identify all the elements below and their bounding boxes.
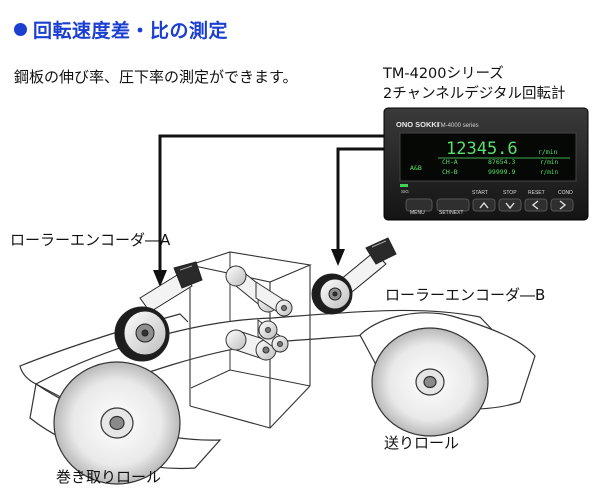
label-feed-roll: 送りロール	[384, 434, 460, 452]
display-ch-b-label: CH-B	[442, 168, 458, 176]
page-title: 回転速度差・比の測定	[14, 16, 228, 42]
display-main-value: 12345.6	[446, 139, 518, 159]
winding-roll	[29, 361, 222, 485]
device-button-reset-label: RESET	[528, 190, 545, 196]
digital-tachometer: ONO SOKKI TM-4000 series 12345.6 r/min A…	[383, 107, 589, 221]
display-ch-b-unit: r/min	[540, 169, 558, 176]
device-button-menu-label: MENU	[410, 210, 425, 216]
arrow-head-a	[153, 270, 167, 287]
display-main-unit: r/min	[538, 148, 558, 156]
device-series: TM-4000 series	[437, 123, 479, 129]
roller-encoder-a	[114, 261, 203, 362]
display-ch-a-unit: r/min	[540, 159, 558, 166]
device-button-set-next-label: SET/NEXT	[439, 210, 463, 216]
sig-label: SIG	[401, 189, 409, 194]
chevron-right-icon	[559, 200, 567, 210]
display-ch-a-label: CH-A	[442, 158, 458, 166]
label-winding-roll: 巻き取りロール	[56, 468, 162, 486]
roller-encoder-b	[311, 237, 397, 315]
product-description: 2チャンネルデジタル回転計	[383, 86, 566, 102]
device-button-stop-label: STOP	[503, 190, 517, 196]
sig-led	[400, 184, 408, 187]
device-brand: ONO SOKKI	[396, 120, 439, 129]
chevron-left-icon	[531, 200, 539, 210]
signal-cable-a	[158, 134, 388, 272]
display-ch-b-value: 99999.9	[488, 168, 515, 176]
device-display	[399, 132, 577, 182]
device-button-set-next	[436, 198, 470, 212]
device-button-up	[472, 198, 496, 212]
feed-roll	[359, 312, 536, 437]
device-button-start-label: START	[472, 190, 488, 196]
bullet-icon	[14, 22, 27, 36]
chevron-up-icon	[479, 201, 489, 209]
title-text: 回転速度差・比の測定	[33, 19, 229, 42]
product-name: TM-4200シリーズ 2チャンネルデジタル回転計	[383, 64, 566, 104]
signal-cable-b	[336, 147, 388, 251]
subtitle: 鋼板の伸び率、圧下率の測定ができます。	[14, 68, 298, 86]
device-button-menu	[405, 198, 433, 212]
arrow-head-b	[331, 249, 345, 266]
label-encoder-a: ローラーエンコーダ―A	[10, 231, 171, 249]
display-ch-a-value: 87654.3	[488, 158, 515, 166]
device-button-right	[550, 198, 574, 212]
chevron-down-icon	[505, 202, 515, 210]
device-button-down	[498, 198, 522, 212]
stand-rollers	[225, 264, 293, 361]
device-button-cond-label: COND	[558, 190, 573, 196]
device-button-left	[524, 198, 548, 212]
label-encoder-b: ローラーエンコーダ―B	[385, 286, 546, 304]
display-mode: A&B	[410, 164, 422, 172]
product-series: TM-4200シリーズ	[383, 66, 504, 82]
